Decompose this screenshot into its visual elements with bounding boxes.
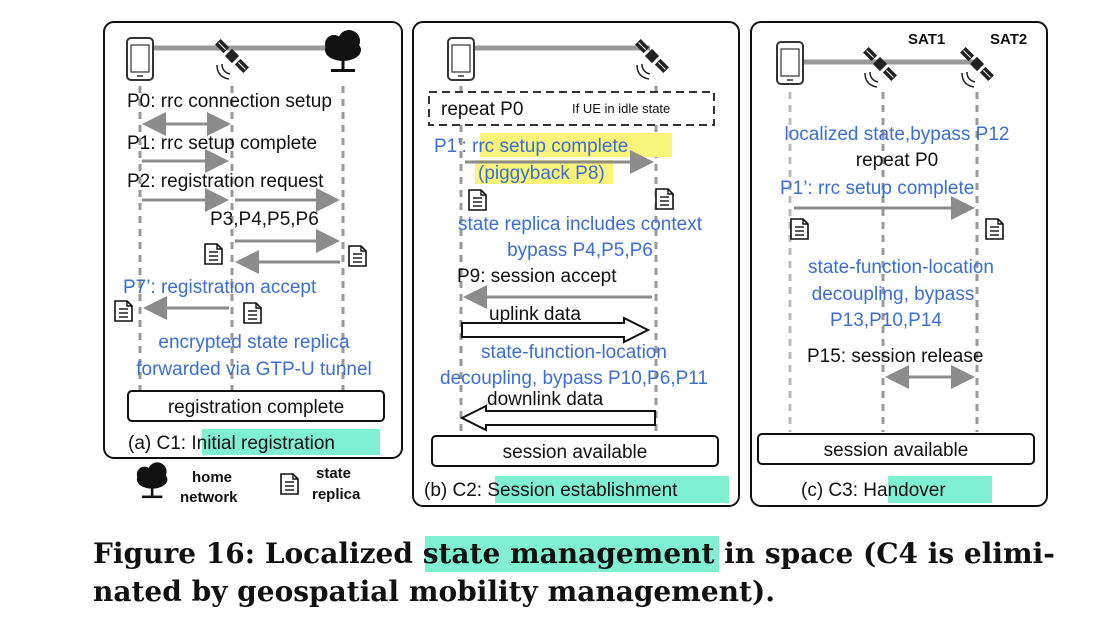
figure-caption: Figure 16: Localized state management in…: [93, 536, 1055, 608]
session-available-box: [431, 435, 719, 467]
downlink-label: downlink data: [487, 389, 604, 410]
sat1-label: SAT1: [908, 31, 945, 48]
panel-c: SAT1 SAT2 localized state,bypass P12 rep…: [750, 21, 1048, 507]
legend-state: state: [316, 465, 351, 482]
note-bypass: bypass P4,P5,P6: [507, 240, 653, 261]
uplink-label: uplink data: [489, 304, 581, 325]
note-localized: localized state,bypass P12: [785, 124, 1010, 145]
msg-p9: P9: session accept: [457, 266, 617, 287]
phone-icon: [126, 37, 154, 81]
downlink-arrow: [459, 404, 656, 432]
legend: home network state replica: [136, 462, 361, 506]
phone-icon: [776, 41, 804, 85]
uplink-arrow: [461, 316, 651, 344]
highlight: [425, 536, 719, 572]
msg-p1-prime: P1’: rrc setup complete: [434, 136, 628, 157]
msg-p0: P0: rrc connection setup: [127, 91, 332, 112]
note-encrypted: encrypted state replica: [158, 332, 350, 353]
note-decoupling: decoupling, bypass P10,P6,P11: [440, 368, 708, 389]
legend-home: home: [192, 469, 232, 486]
note-forwarded: forwarded via GTP-U tunnel: [136, 359, 372, 380]
panel-a-caption: (a) C1: Initial registration: [128, 433, 335, 454]
repeat-p0: repeat P0: [441, 99, 523, 120]
state-replica-icon: [243, 302, 262, 324]
idle-note: If UE in idle state: [572, 101, 670, 116]
registration-complete-box: [127, 390, 385, 422]
highlight: [475, 160, 613, 184]
highlight: [202, 429, 380, 455]
session-available-label: session available: [503, 442, 648, 463]
state-replica-icon: [985, 218, 1004, 240]
legend-network: network: [180, 489, 238, 506]
note-sfl: state-function-location: [481, 342, 667, 363]
state-replica-icon: [280, 473, 299, 495]
caption-line2: nated by geospatial mobility management)…: [93, 575, 775, 608]
note-sfl: state-function-location: [808, 257, 994, 278]
state-replica-icon: [790, 218, 809, 240]
highlight: [888, 476, 992, 503]
state-replica-icon: [114, 300, 133, 322]
panel-c-caption: (c) C3: Handover: [801, 480, 946, 501]
note-context: state replica includes context: [458, 214, 703, 235]
sat2-label: SAT2: [990, 31, 1027, 48]
msg-p1-prime: P1’: rrc setup complete: [780, 178, 974, 199]
note-decoupling: decoupling, bypass: [812, 284, 975, 305]
state-replica-icon: [348, 245, 367, 267]
panel-b: repeat P0 If UE in idle state P1’: rrc s…: [412, 21, 740, 507]
panel-a: P0: rrc connection setup P1: rrc setup c…: [103, 21, 403, 459]
msg-p15: P15: session release: [807, 346, 983, 367]
highlight: [495, 476, 729, 503]
msg-p3-p6: P3,P4,P5,P6: [210, 209, 319, 230]
caption-line1: Figure 16: Localized state management in…: [93, 537, 1055, 570]
repeat-box: [428, 91, 715, 126]
legend-replica: replica: [312, 486, 361, 503]
state-replica-icon: [468, 189, 487, 211]
home-network-icon: [136, 462, 168, 499]
msg-p2: P2: registration request: [127, 171, 324, 192]
registration-complete-label: registration complete: [168, 397, 344, 418]
phone-icon: [447, 37, 475, 81]
session-available-box: [757, 433, 1035, 465]
msg-piggyback: (piggyback P8): [478, 163, 605, 184]
msg-p1: P1: rrc setup complete: [127, 133, 317, 154]
state-replica-icon: [655, 188, 674, 210]
state-replica-icon: [204, 243, 223, 265]
session-available-label: session available: [824, 440, 969, 461]
note-bypass: P13,P10,P14: [830, 310, 942, 331]
repeat-p0: repeat P0: [856, 150, 938, 171]
msg-p7: P7’: registration accept: [123, 277, 317, 298]
panel-b-caption: (b) C2: Session establishment: [424, 480, 678, 501]
